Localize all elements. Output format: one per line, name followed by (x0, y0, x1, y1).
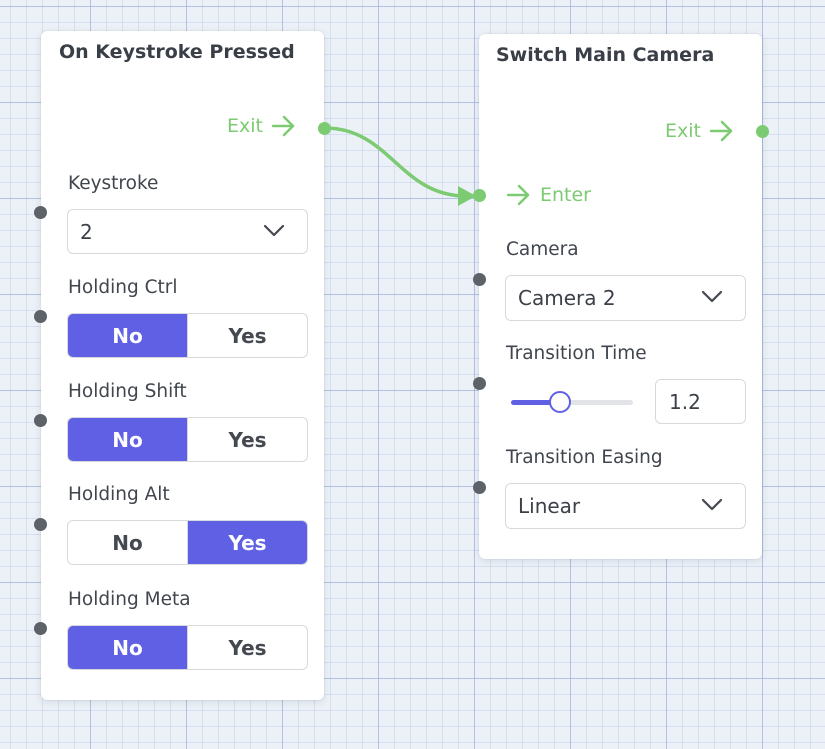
camera-value: Camera 2 (518, 286, 616, 310)
node-title: Switch Main Camera (496, 44, 715, 66)
holding-ctrl-label: Holding Ctrl (68, 277, 178, 298)
enter-label: Enter (540, 184, 591, 206)
holding-alt-no-option[interactable]: No (112, 530, 143, 555)
holding-ctrl-toggle[interactable]: No Yes (67, 313, 308, 358)
camera-exit-pin[interactable] (756, 125, 769, 138)
holding-shift-input-pin[interactable] (34, 414, 47, 427)
holding-meta-toggle[interactable]: No Yes (67, 625, 308, 670)
camera-enter-pin[interactable] (473, 189, 486, 202)
holding-meta-input-pin[interactable] (34, 622, 47, 635)
holding-meta-yes-option[interactable]: Yes (187, 626, 307, 669)
camera-label: Camera (506, 239, 579, 260)
holding-shift-no-option[interactable]: No (68, 418, 187, 461)
slider-fill (511, 400, 560, 405)
exit-label: Exit (665, 120, 701, 142)
keystroke-value: 2 (80, 219, 93, 244)
arrow-right-icon (709, 120, 733, 142)
transition-easing-label: Transition Easing (506, 447, 663, 468)
holding-shift-label: Holding Shift (68, 381, 187, 402)
keystroke-input-pin[interactable] (34, 206, 47, 219)
holding-alt-label: Holding Alt (68, 484, 170, 505)
transition-time-input[interactable]: 1.2 (655, 379, 746, 424)
arrow-right-icon (506, 184, 530, 206)
transition-easing-select[interactable]: Linear (505, 483, 746, 529)
transition-time-label: Transition Time (506, 343, 647, 364)
holding-alt-yes-option[interactable]: Yes (187, 521, 307, 564)
transition-easing-value: Linear (518, 494, 581, 518)
exit-to-enter-wire[interactable] (323, 126, 468, 198)
keystroke-label: Keystroke (68, 173, 159, 194)
transition-easing-input-pin[interactable] (473, 481, 486, 494)
holding-alt-toggle[interactable]: No Yes (67, 520, 308, 565)
on-keystroke-pressed-node[interactable]: On Keystroke Pressed Exit Keystroke 2 Ho… (41, 31, 324, 700)
holding-ctrl-no-option[interactable]: No (68, 314, 187, 357)
exit-port[interactable]: Exit (227, 115, 297, 137)
transition-time-input-pin[interactable] (473, 377, 486, 390)
camera-select[interactable]: Camera 2 (505, 275, 746, 321)
holding-meta-label: Holding Meta (68, 589, 191, 610)
transition-time-value: 1.2 (669, 389, 701, 414)
keystroke-exit-pin[interactable] (318, 122, 331, 135)
holding-ctrl-input-pin[interactable] (34, 310, 47, 323)
holding-shift-toggle[interactable]: No Yes (67, 417, 308, 462)
transition-time-slider[interactable] (511, 400, 633, 405)
holding-alt-input-pin[interactable] (34, 518, 47, 531)
slider-thumb[interactable] (548, 391, 571, 413)
exit-label: Exit (227, 115, 263, 137)
chevron-down-icon (263, 224, 285, 237)
chevron-down-icon (701, 498, 723, 511)
node-title: On Keystroke Pressed (59, 41, 295, 63)
arrow-right-icon (271, 115, 295, 137)
keystroke-select[interactable]: 2 (67, 209, 308, 254)
holding-ctrl-yes-option[interactable]: Yes (187, 314, 307, 357)
chevron-down-icon (701, 290, 723, 303)
switch-main-camera-node[interactable]: Switch Main Camera Exit Enter Camera Cam… (479, 34, 762, 559)
holding-shift-yes-option[interactable]: Yes (187, 418, 307, 461)
enter-port[interactable]: Enter (506, 184, 591, 206)
camera-input-pin[interactable] (473, 273, 486, 286)
holding-meta-no-option[interactable]: No (68, 626, 187, 669)
exit-port[interactable]: Exit (665, 120, 735, 142)
